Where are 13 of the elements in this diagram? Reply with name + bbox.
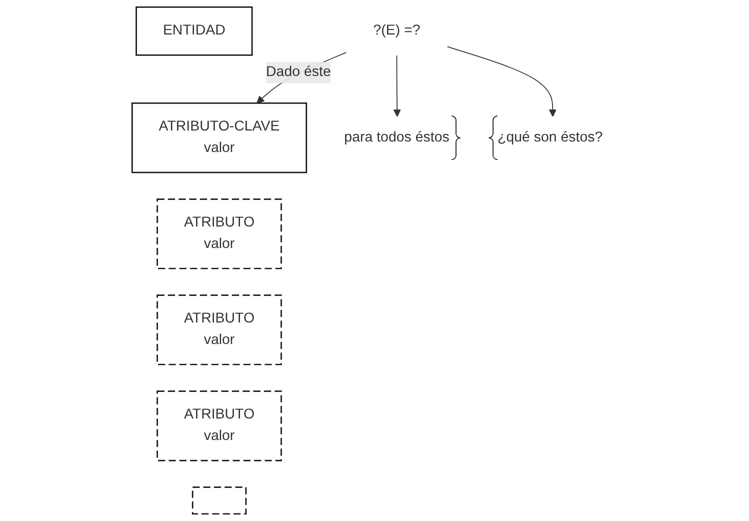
node-text: para todos éstos (344, 130, 450, 145)
edge-label: Dado éste (266, 64, 332, 80)
arrow (256, 52, 348, 104)
node-box: ATRIBUTO valor (157, 390, 282, 462)
arrow (446, 46, 558, 117)
node-box (192, 486, 248, 515)
arrow (394, 54, 402, 117)
node-box: ATRIBUTO-CLAVE valor (132, 102, 308, 174)
node-box: ATRIBUTO valor (157, 294, 282, 366)
node-box: ENTIDAD (136, 6, 254, 56)
node-text: ¿qué son éstos? (498, 130, 604, 145)
node-text: ?(E) =? (374, 23, 421, 38)
node-box: ATRIBUTO valor (157, 198, 282, 270)
